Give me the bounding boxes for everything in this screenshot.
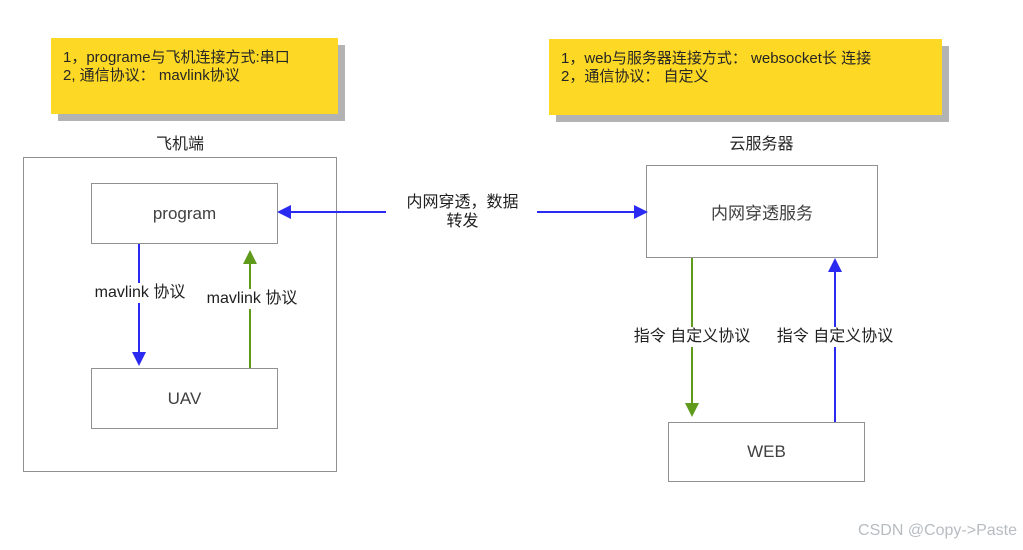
edge-label-tunnel-line1: 内网穿透，数据 <box>406 194 519 211</box>
note-cloud-line2: 2，通信协议： 自定义 <box>561 68 709 85</box>
node-tunnel-service: 内网穿透服务 <box>646 165 878 258</box>
note-cloud-line1: 1，web与服务器连接方式： websocket长 连接 <box>561 50 872 67</box>
node-web: WEB <box>668 422 865 482</box>
node-uav: UAV <box>91 368 278 429</box>
note-cloud-connection: 1，web与服务器连接方式： websocket长 连接 2，通信协议： 自定义 <box>549 39 942 115</box>
edge-label-cmd-down: 指令 自定义协议 <box>627 327 757 347</box>
cloud-group-title: 云服务器 <box>729 136 794 153</box>
node-tunnel-service-label: 内网穿透服务 <box>711 204 813 223</box>
aircraft-group-title: 飞机端 <box>155 136 204 153</box>
node-uav-label: UAV <box>167 388 202 408</box>
node-program: program <box>91 183 278 244</box>
node-program-label: program <box>152 203 217 223</box>
edge-label-mavlink-down: mavlink 协议 <box>88 283 192 303</box>
note-aircraft-line1: 1，programe与飞机连接方式:串口 <box>63 49 290 66</box>
edge-label-tunnel-line2: 转发 <box>446 213 479 230</box>
note-aircraft-connection: 1，programe与飞机连接方式:串口 2, 通信协议： mavlink协议 <box>51 38 338 114</box>
edge-label-cmd-up: 指令 自定义协议 <box>770 327 900 347</box>
arrowhead-down-icon <box>685 403 699 417</box>
edge-label-tunnel-link: 内网穿透，数据 转发 <box>390 193 535 231</box>
edge-label-mavlink-up: mavlink 协议 <box>200 289 304 309</box>
note-aircraft-line2: 2, 通信协议： mavlink协议 <box>63 67 240 84</box>
node-web-label: WEB <box>747 442 786 461</box>
arrowhead-up-icon <box>828 258 842 272</box>
watermark: CSDN @Copy->Paste <box>858 522 1017 539</box>
